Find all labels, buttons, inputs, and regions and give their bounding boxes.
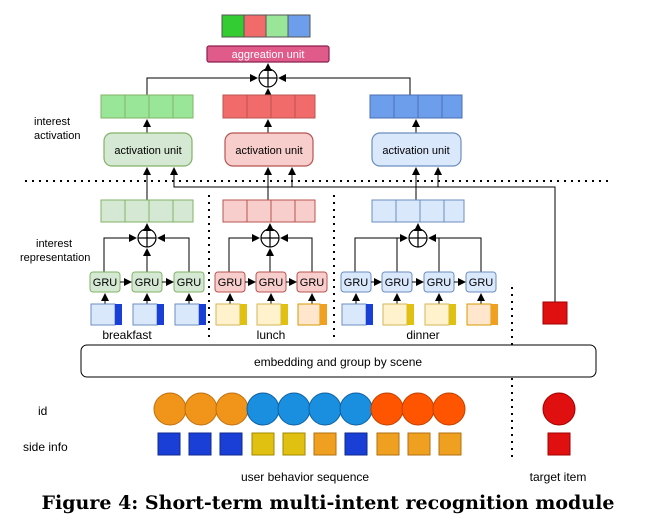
target-item-embedding — [542, 301, 568, 325]
user-behavior-sequence-label: user behavior sequence — [241, 470, 369, 484]
gru-dinner-4: GRU — [465, 271, 497, 293]
gru-dinner-3: GRU — [423, 271, 455, 293]
activation-vector-blue — [369, 94, 463, 119]
svg-text:GRU: GRU — [427, 277, 452, 289]
sum-node-dinner — [408, 228, 428, 248]
input-tokens-dinner — [341, 303, 498, 326]
target-side-info-square — [547, 432, 571, 456]
svg-text:GRU: GRU — [385, 277, 410, 289]
svg-text:GRU: GRU — [344, 277, 369, 289]
behavior-side-info-squares — [157, 432, 462, 456]
svg-text:GRU: GRU — [218, 277, 243, 289]
input-tokens-breakfast — [90, 303, 206, 326]
svg-text:GRU: GRU — [93, 277, 118, 289]
svg-text:GRU: GRU — [259, 277, 284, 289]
activation-unit-green-label: activation unit — [114, 145, 181, 157]
interest-activation-label-line1: interest — [34, 116, 70, 128]
activation-unit-red: activation unit — [224, 132, 314, 167]
svg-text:GRU: GRU — [300, 277, 325, 289]
gru-breakfast-2: GRU — [131, 271, 163, 293]
gru-dinner-2: GRU — [381, 271, 413, 293]
activation-unit-red-label: activation unit — [235, 145, 302, 157]
embedding-label: embedding and group by scene — [254, 355, 422, 369]
interest-representation-label-line1: interest — [36, 238, 72, 250]
figure-caption: Figure 4: Short-term multi-intent recogn… — [42, 492, 615, 514]
id-label: id — [38, 404, 47, 418]
gru-lunch-2: GRU — [255, 271, 287, 293]
scene-label-dinner: dinner — [406, 328, 439, 342]
svg-text:GRU: GRU — [177, 277, 202, 289]
top-sum-node — [258, 68, 278, 88]
aggregated-output-vector — [221, 14, 311, 38]
target-feed-line — [170, 167, 556, 302]
representation-vector-red — [222, 199, 316, 223]
side-info-label: side info — [23, 440, 68, 454]
svg-text:GRU: GRU — [135, 277, 160, 289]
scene-label-lunch: lunch — [257, 328, 286, 342]
representation-vector-green — [100, 199, 194, 223]
activation-vector-green — [100, 94, 194, 119]
gru-dinner-1: GRU — [340, 271, 372, 293]
interest-activation-label-line2: activation — [34, 130, 80, 142]
input-tokens-lunch — [215, 303, 327, 326]
activation-unit-blue-label: activation unit — [382, 145, 449, 157]
aggregation-unit: aggreation unit — [206, 45, 330, 63]
scene-label-breakfast: breakfast — [102, 328, 152, 342]
embedding-group-bar: embedding and group by scene — [80, 344, 597, 378]
representation-vector-blue — [371, 199, 465, 223]
target-item-label: target item — [530, 470, 587, 484]
target-id-circle — [542, 392, 576, 426]
activation-vector-red — [222, 94, 316, 119]
activation-unit-green: activation unit — [103, 132, 193, 167]
aggregation-unit-label: aggreation unit — [232, 49, 305, 61]
gru-lunch-1: GRU — [214, 271, 246, 293]
svg-text:GRU: GRU — [469, 277, 494, 289]
activation-unit-blue: activation unit — [371, 132, 462, 167]
gru-lunch-3: GRU — [296, 271, 328, 293]
gru-breakfast-3: GRU — [173, 271, 205, 293]
behavior-id-circles — [153, 392, 466, 426]
interest-representation-label-line2: representation — [20, 252, 90, 264]
sum-node-lunch — [260, 228, 280, 248]
sum-node-breakfast — [137, 228, 157, 248]
gru-breakfast-1: GRU — [89, 271, 121, 293]
